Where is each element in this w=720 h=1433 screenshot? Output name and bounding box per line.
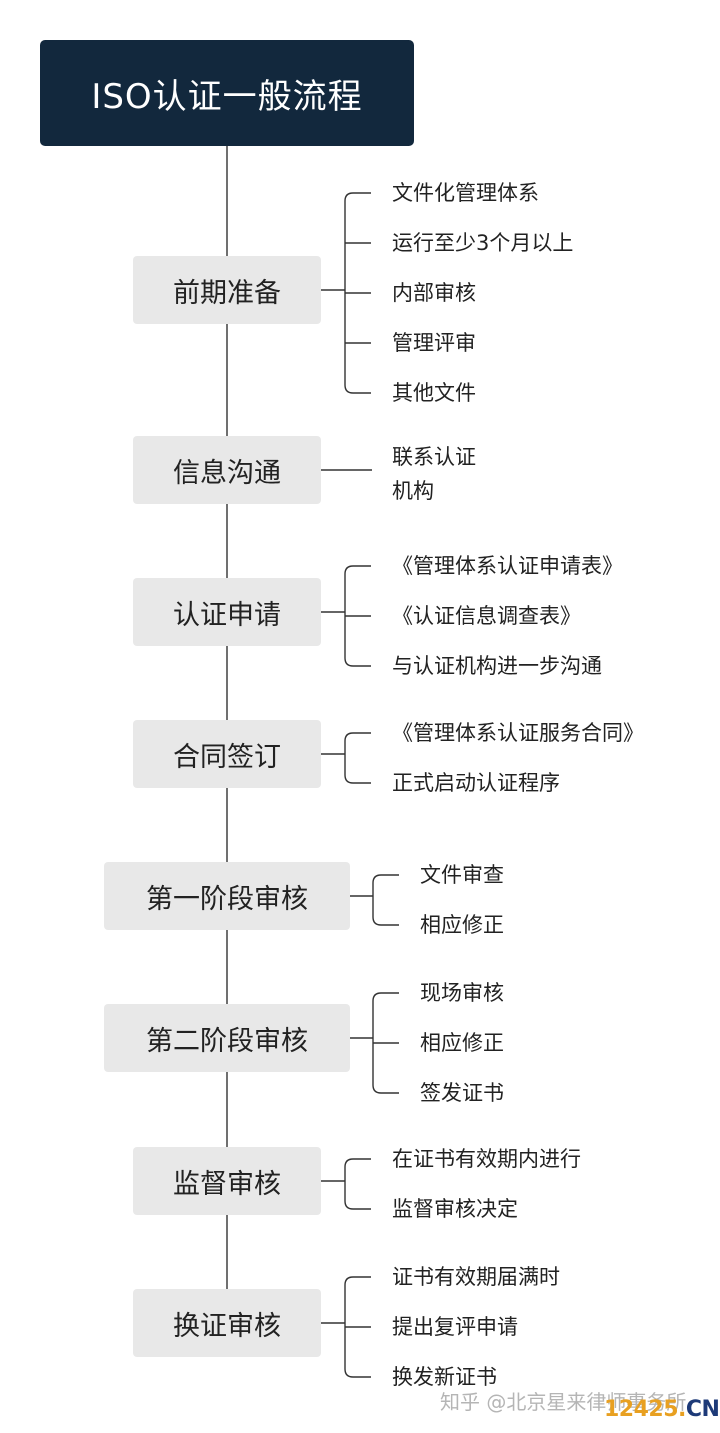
stage-item: 相应修正 xyxy=(420,913,504,937)
stage-item: 《管理体系认证服务合同》 xyxy=(392,721,644,745)
stage-item: 正式启动认证程序 xyxy=(392,771,560,795)
stage-item: 相应修正 xyxy=(420,1031,504,1055)
stage-box: 前期准备 xyxy=(133,256,321,324)
stage-item: 提出复评申请 xyxy=(392,1315,518,1339)
stage-box: 认证申请 xyxy=(133,578,321,646)
stage-box: 第二阶段审核 xyxy=(104,1004,350,1072)
stage-item: 《认证信息调查表》 xyxy=(392,604,581,628)
stage-item: 内部审核 xyxy=(392,281,476,305)
stage-item: 现场审核 xyxy=(420,981,504,1005)
watermark: 知乎 @北京星来律师事务所 xyxy=(440,1390,687,1414)
bracket-line xyxy=(372,992,399,1094)
stage-box: 第一阶段审核 xyxy=(104,862,350,930)
stage-item: 其他文件 xyxy=(392,381,476,405)
stage-item: 与认证机构进一步沟通 xyxy=(392,654,602,678)
bracket-line xyxy=(344,192,371,394)
stage-item: 《管理体系认证申请表》 xyxy=(392,554,623,578)
flowchart-title: ISO认证一般流程 xyxy=(40,40,414,146)
stage-item: 证书有效期届满时 xyxy=(392,1265,560,1289)
stage-box: 监督审核 xyxy=(133,1147,321,1215)
stage-box: 换证审核 xyxy=(133,1289,321,1357)
stage-item: 监督审核决定 xyxy=(392,1197,518,1221)
stage-item: 管理评审 xyxy=(392,331,476,355)
bracket-line xyxy=(372,874,399,926)
stage-item: 联系认证 xyxy=(392,445,476,469)
stage-item: 文件化管理体系 xyxy=(392,181,539,205)
stage-box: 合同签订 xyxy=(133,720,321,788)
stage-item: 在证书有效期内进行 xyxy=(392,1147,581,1171)
stage-box: 信息沟通 xyxy=(133,436,321,504)
stage-item: 机构 xyxy=(392,479,434,503)
bracket-line xyxy=(344,1276,371,1378)
bracket-line xyxy=(344,565,371,667)
stage-item: 运行至少3个月以上 xyxy=(392,231,574,255)
stage-item: 换发新证书 xyxy=(392,1365,497,1389)
bracket-line xyxy=(344,732,371,784)
site-logo: 12425.CN xyxy=(604,1397,720,1422)
stage-item: 签发证书 xyxy=(420,1081,504,1105)
stage-item: 文件审查 xyxy=(420,863,504,887)
bracket-line xyxy=(344,1158,371,1210)
